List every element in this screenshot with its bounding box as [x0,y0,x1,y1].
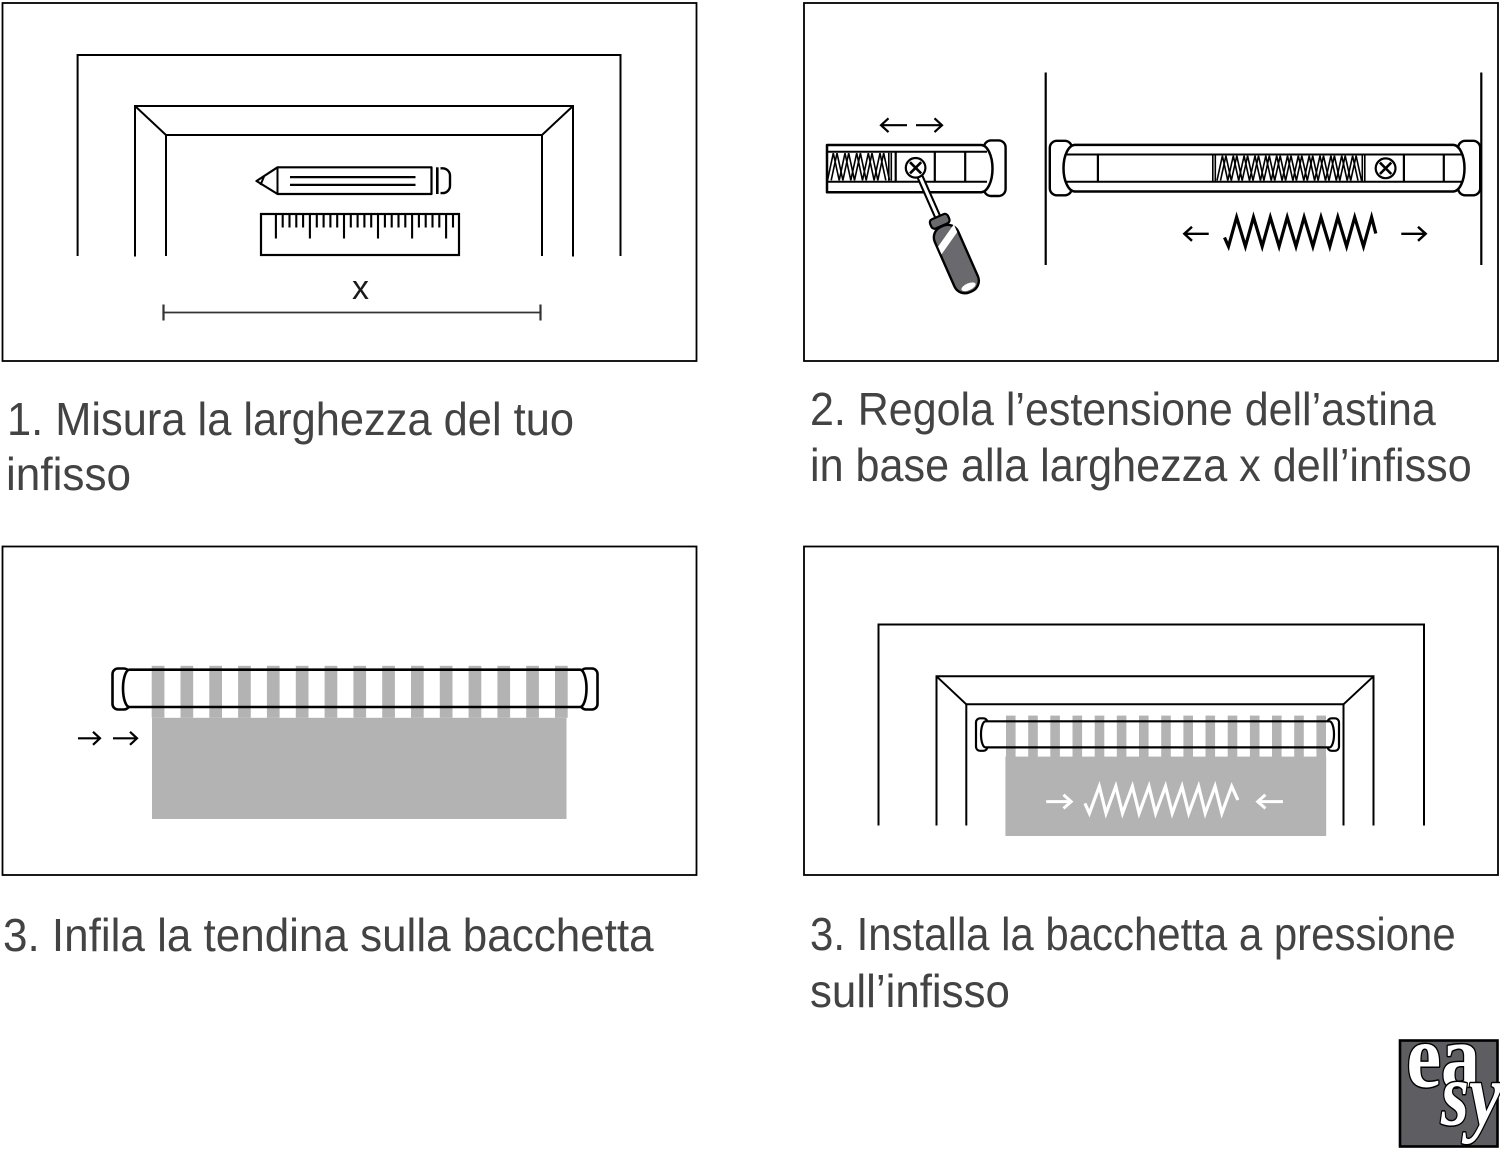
svg-text:ea: ea [1407,1007,1480,1106]
svg-text:sy: sy [1440,1044,1500,1144]
svg-text:x: x [352,269,369,307]
